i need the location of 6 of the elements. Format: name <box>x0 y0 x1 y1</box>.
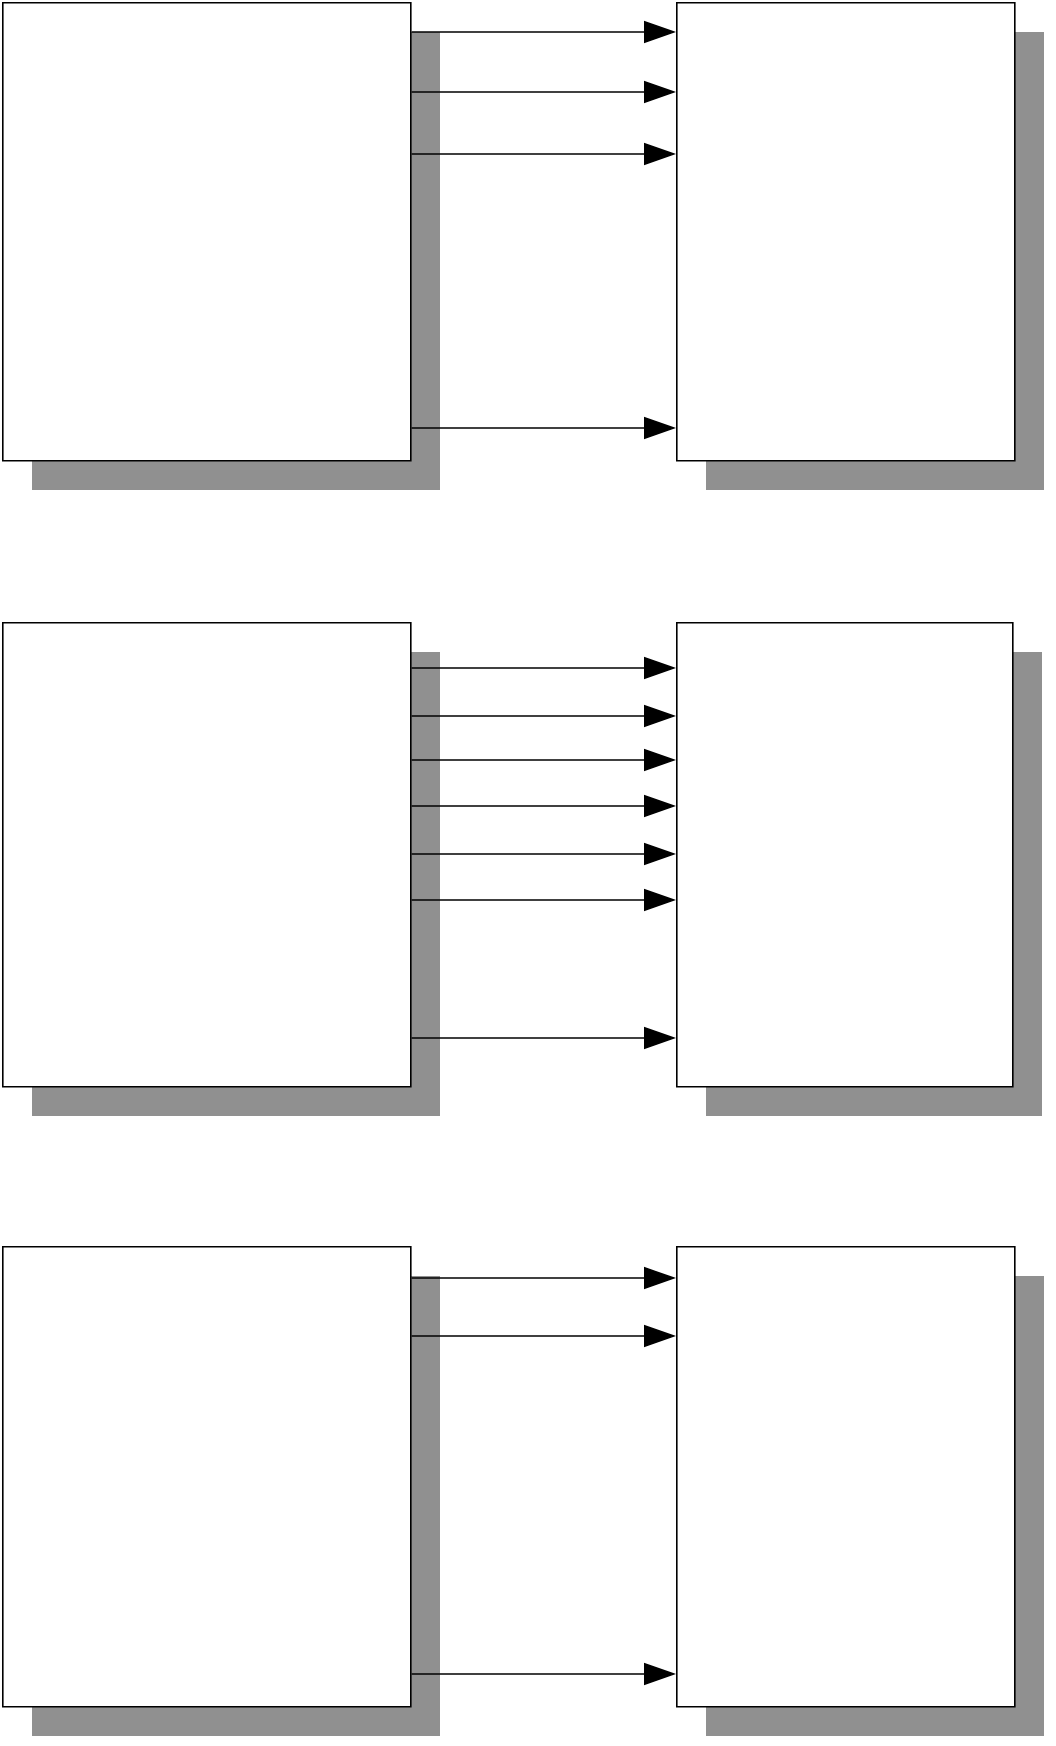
shadowed-box <box>2 1246 440 1736</box>
shadowed-box <box>2 622 440 1116</box>
shadowed-box <box>676 2 1044 490</box>
shadowed-box <box>2 2 440 490</box>
shadowed-box <box>676 622 1042 1116</box>
shadowed-box <box>676 1246 1044 1736</box>
